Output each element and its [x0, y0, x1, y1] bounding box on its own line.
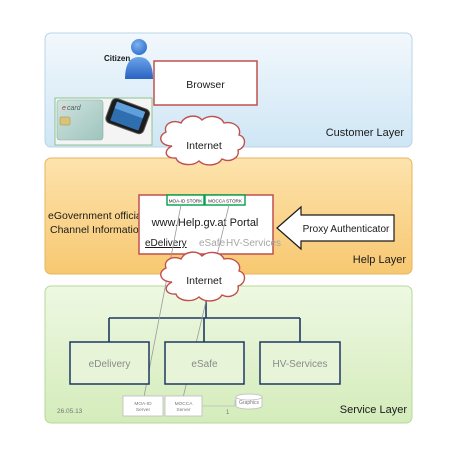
portal-title: www.Help.gv.at Portal	[151, 217, 259, 229]
mocca-stork-label: MOCCA STORK	[208, 199, 243, 204]
egov-info-line2: Channel Information	[50, 224, 145, 236]
moa-id-server-line1: MOA-ID	[134, 401, 152, 407]
date-stamp: 26.05.13	[57, 408, 83, 415]
service-layer-label: Service Layer	[340, 404, 408, 416]
egov-info-line1: eGovernment official	[48, 210, 144, 222]
internet-cloud-top: Internet	[160, 115, 246, 166]
page-number: 1	[226, 410, 230, 416]
graphics-connector	[202, 400, 236, 407]
customer-layer-label: Customer Layer	[326, 127, 405, 139]
ecard-brand: card	[67, 105, 82, 112]
internet-label-top: Internet	[186, 140, 222, 152]
edelivery-service-label: eDelivery	[89, 359, 131, 370]
graphics-label: Graphics	[239, 400, 260, 406]
portal-service-edelivery: eDelivery	[145, 238, 187, 249]
moa-id-server-line2: Server	[136, 407, 151, 413]
citizen-user-icon	[125, 39, 153, 79]
proxy-authenticator-arrow	[276, 205, 395, 251]
browser-box	[153, 60, 258, 106]
edelivery-service-box	[69, 341, 150, 385]
mocca-stork-box	[204, 194, 246, 206]
portal-service-esafe: eSafe	[199, 238, 226, 249]
portal-service-hv: HV-Services	[226, 238, 281, 249]
mocca-server-line2: Server	[176, 407, 191, 413]
customer-layer: Customer Layer Citizen Browser e card	[44, 32, 413, 148]
esafe-service-box	[164, 341, 245, 385]
graphics-database-icon	[235, 393, 263, 410]
browser-label: Browser	[186, 79, 225, 91]
moa-id-server-box	[122, 395, 164, 417]
mocca-server-line1: MOCCA	[175, 401, 194, 407]
internet-label-bottom: Internet	[186, 275, 222, 287]
ecard-icon: e card	[56, 99, 104, 141]
internet-cloud-bottom: Internet	[160, 251, 246, 302]
hv-services-box	[259, 341, 341, 385]
help-layer-label: Help Layer	[353, 254, 407, 266]
moa-id-stork-box	[166, 194, 205, 206]
citizen-label: Citizen	[104, 54, 130, 63]
smartphone-icon	[105, 97, 151, 135]
help-layer: Help Layer eGovernment official Channel …	[44, 157, 413, 275]
esafe-service-label: eSafe	[191, 359, 218, 370]
proxy-authenticator-label: Proxy Authenticator	[303, 224, 390, 235]
moa-id-stork-label: MOA-ID STORK	[169, 199, 204, 204]
hv-services-label: HV-Services	[272, 359, 327, 370]
ecard-prefix: e	[62, 105, 66, 112]
